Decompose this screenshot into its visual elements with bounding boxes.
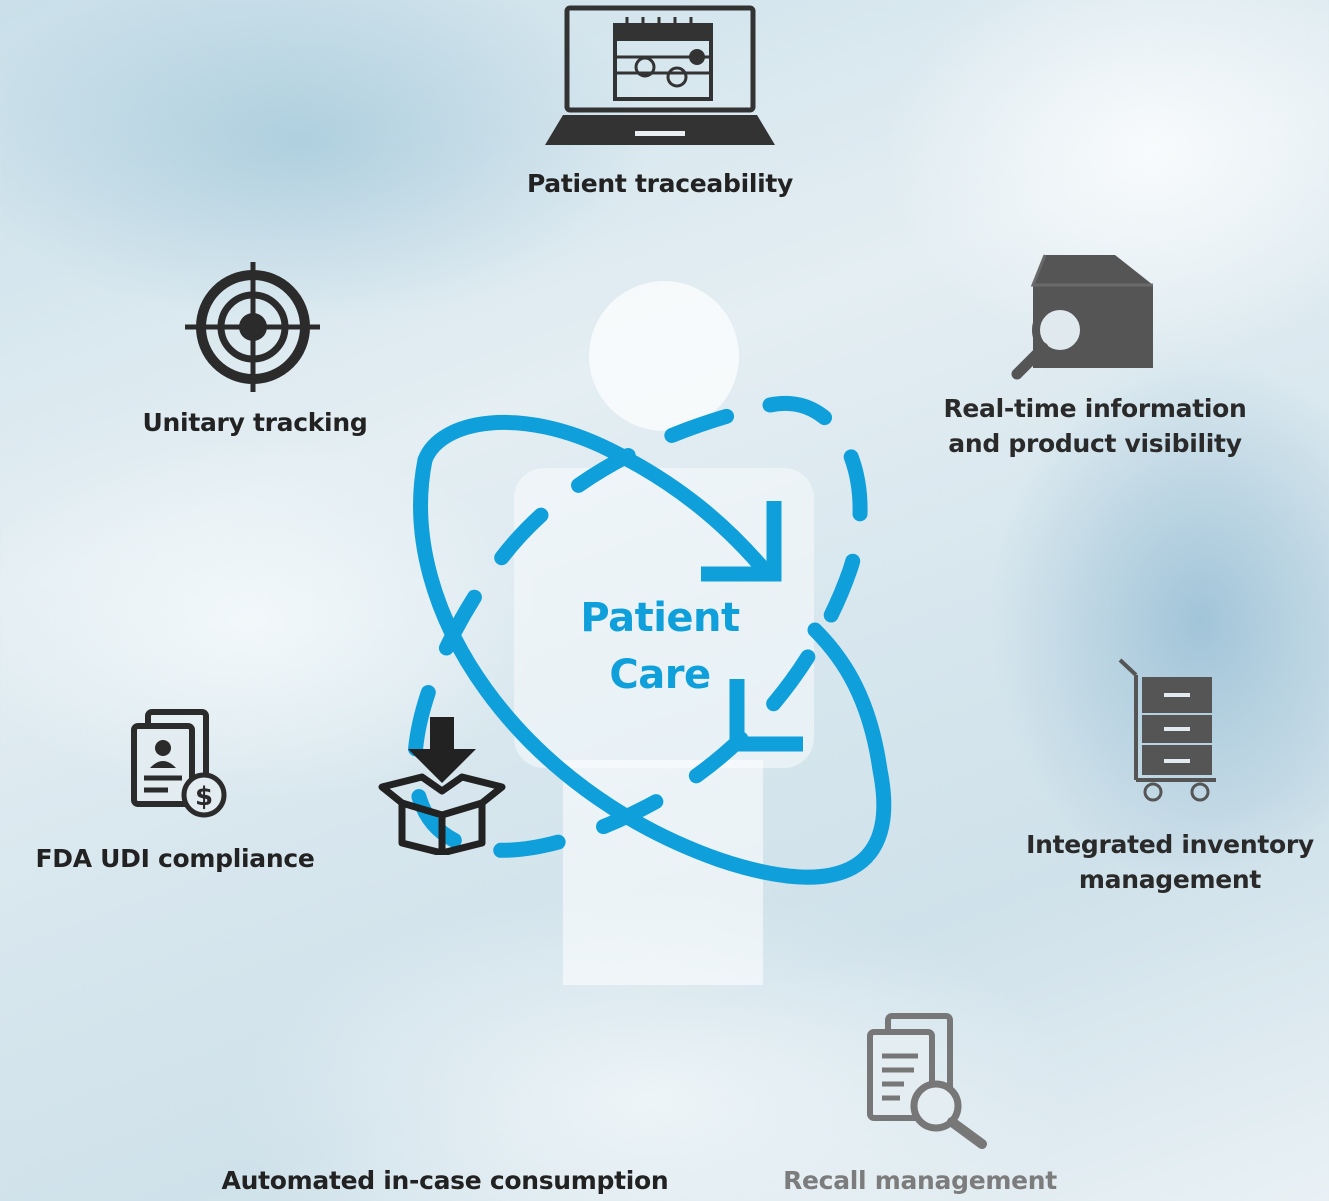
- label-inventory-line2: management: [1078, 865, 1262, 894]
- document-dollar-icon: $: [131, 709, 227, 818]
- label-fda-udi: FDA UDI compliance: [35, 844, 315, 873]
- center-title-line2: Care: [609, 652, 711, 698]
- label-automated-consumption: Automated in-case consumption: [221, 1166, 669, 1195]
- label-recall-management: Recall management: [783, 1166, 1057, 1195]
- label-inventory-line1: Integrated inventory: [1026, 830, 1314, 859]
- dashed-orbit-ellipse: [407, 395, 868, 858]
- target-icon: [185, 262, 320, 392]
- center-title: Patient Care: [555, 590, 765, 704]
- label-realtime-line1: Real-time information: [943, 394, 1247, 423]
- box-search-icon: [1011, 254, 1153, 380]
- label-patient-traceability: Patient traceability: [526, 169, 794, 198]
- box-download-icon: [378, 717, 506, 855]
- label-unitary-tracking: Unitary tracking: [142, 408, 368, 437]
- cart-shelves-icon: [1118, 658, 1216, 802]
- label-realtime-line2: and product visibility: [948, 429, 1242, 458]
- center-title-line1: Patient: [580, 595, 740, 641]
- documents-search-icon: [867, 1013, 987, 1149]
- svg-text:$: $: [195, 782, 213, 812]
- laptop-calendar-icon: [545, 5, 775, 145]
